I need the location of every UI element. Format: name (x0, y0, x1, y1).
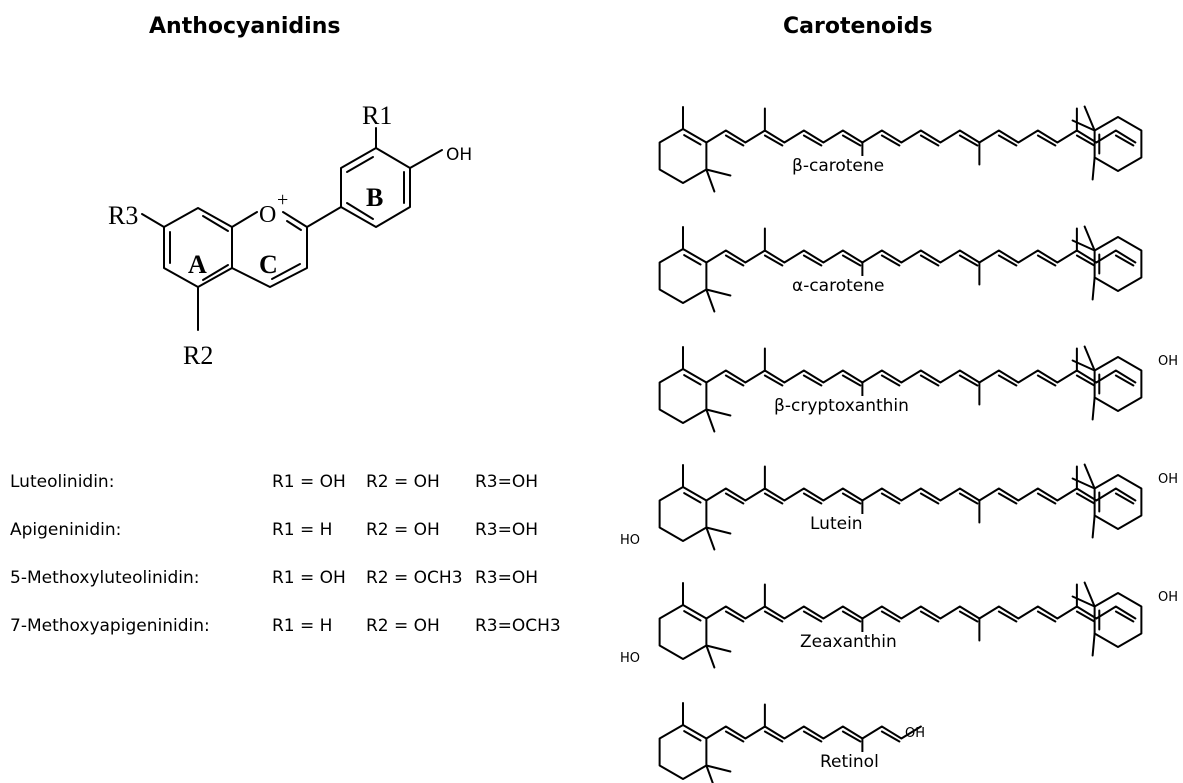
carotenoid-name-beta-cryptoxanthin: β-cryptoxanthin (772, 396, 911, 416)
carotenoid-retinol: OH (658, 702, 925, 783)
oh-label: OH (446, 145, 472, 165)
r1-label: R1 (362, 101, 392, 130)
ring-c-label: C (259, 250, 278, 279)
carotenoid-alpha-carotene (658, 225, 1143, 313)
oh-right-label: OH (1158, 354, 1178, 369)
carotenoid-beta-carotene (658, 105, 1143, 193)
carotenoid-name-zeaxanthin: Zeaxanthin (798, 632, 899, 652)
carotenoids-title: Carotenoids (783, 14, 933, 39)
carotenoid-name-alpha-carotene: α-carotene (790, 276, 887, 296)
carotenoid-structures: OH OH HO OH HO OH (620, 105, 1178, 783)
r1-value: R1 = OH (272, 472, 346, 492)
r2-value: R2 = OH (366, 520, 440, 540)
oh-right-label: OH (1158, 472, 1178, 487)
r1-value: R1 = OH (272, 568, 346, 588)
oh-left-label: HO (620, 651, 640, 666)
r2-label: R2 (183, 341, 213, 370)
carotenoid-zeaxanthin: OH HO (620, 581, 1178, 669)
oh-right-label: OH (1158, 590, 1178, 605)
r1-value: R1 = H (272, 520, 333, 540)
compound-name: Apigeninidin: (10, 520, 122, 540)
ring-b-label: B (366, 183, 383, 212)
r1-value: R1 = H (272, 616, 333, 636)
carotenoid-name-retinol: Retinol (818, 752, 881, 772)
r3-value: R3=OH (475, 568, 539, 588)
anthocyanidin-core-structure: R1 R3 R2 OH O + A B C (108, 101, 472, 370)
carotenoid-name-lutein: Lutein (808, 514, 865, 534)
ring-a-label: A (188, 250, 207, 279)
r3-label: R3 (108, 201, 138, 230)
compound-name: 7-Methoxyapigeninidin: (10, 616, 210, 636)
carotenoid-lutein: OH HO (620, 463, 1178, 551)
compound-name: 5-Methoxyluteolinidin: (10, 568, 200, 588)
ring-c (231, 211, 308, 288)
r2-value: R2 = OH (366, 472, 440, 492)
carotenoid-beta-cryptoxanthin: OH (658, 345, 1178, 433)
r3-value: R3=OH (475, 472, 539, 492)
compound-name: Luteolinidin: (10, 472, 115, 492)
oh-left-label: HO (620, 533, 640, 548)
r3-value: R3=OCH3 (475, 616, 561, 636)
r2-value: R2 = OH (366, 616, 440, 636)
ring-b (306, 147, 411, 228)
r3-value: R3=OH (475, 520, 539, 540)
r2-value: R2 = OCH3 (366, 568, 463, 588)
anthocyanidins-title: Anthocyanidins (149, 14, 341, 39)
carotenoid-name-beta-carotene: β-carotene (790, 156, 887, 176)
charge-label: + (277, 189, 288, 211)
oxonium-label: O (259, 202, 276, 228)
oh-right-label: OH (905, 726, 925, 741)
